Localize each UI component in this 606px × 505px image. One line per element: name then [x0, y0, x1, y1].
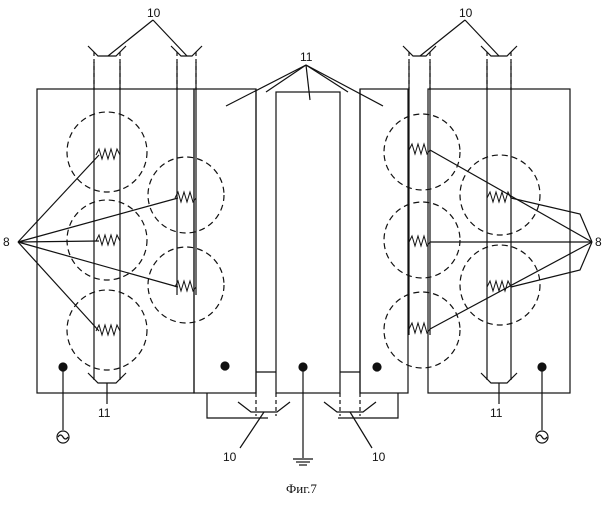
- ac-source-icon: [536, 431, 548, 443]
- terminal: [373, 363, 381, 371]
- label-10-bottom-left: 10: [223, 450, 237, 464]
- coil: [409, 144, 430, 154]
- ground-icon: [293, 459, 313, 465]
- label-11-top: 11: [300, 50, 313, 64]
- coil: [96, 235, 120, 245]
- electrode-tubes: [94, 62, 511, 380]
- label-11-bottom-left: 11: [98, 406, 111, 420]
- label-8-right: 8: [595, 235, 602, 249]
- ac-source-icon: [57, 431, 69, 443]
- label-10-top-left: 10: [147, 6, 161, 20]
- coil: [487, 281, 511, 291]
- label-11-bottom-right: 11: [490, 406, 503, 420]
- terminal: [221, 362, 229, 370]
- label-8-leaders-left: [18, 155, 178, 331]
- center-left-block: [194, 89, 256, 393]
- right-block: [428, 89, 570, 393]
- center-right-block: [360, 89, 408, 393]
- resistor-coils: [96, 144, 511, 335]
- coil: [175, 192, 196, 202]
- coil: [409, 323, 430, 333]
- coil: [175, 281, 196, 291]
- coil: [409, 236, 430, 246]
- label-10-bottom-right: 10: [372, 450, 386, 464]
- label-8-left: 8: [3, 235, 10, 249]
- figure-caption: Фиг.7: [286, 481, 317, 496]
- terminals: [59, 362, 546, 458]
- coil: [96, 325, 120, 335]
- label-10-top-right: 10: [459, 6, 473, 20]
- center-channel: [256, 89, 360, 393]
- heating-zones: [67, 112, 540, 370]
- coil: [96, 149, 120, 159]
